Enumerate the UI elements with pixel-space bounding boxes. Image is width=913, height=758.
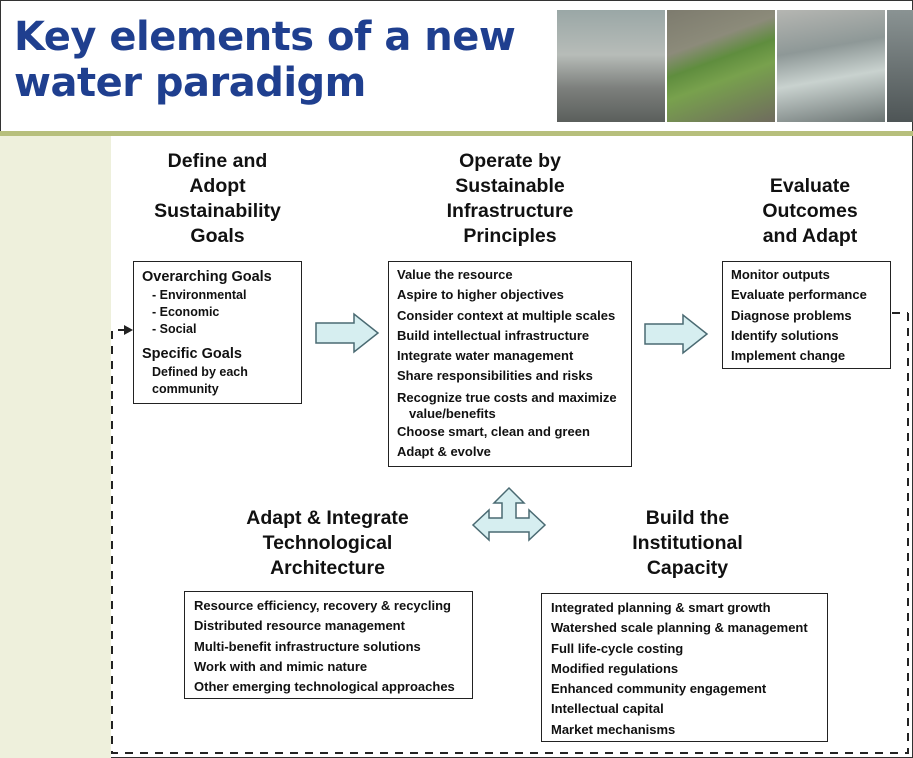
institutional-heading-line: Capacity [646, 557, 729, 579]
principle-item-continuation: value/benefits [409, 405, 496, 421]
header-photo-strip [557, 10, 913, 122]
principle-item: Choose smart, clean and green [397, 423, 590, 439]
evaluate-box: Monitor outputs Evaluate performance Dia… [722, 261, 891, 369]
operate-heading: Operate by Sustainable Infrastructure Pr… [420, 149, 600, 249]
operate-heading-line: Infrastructure [446, 200, 574, 222]
technology-box: Resource efficiency, recovery & recyclin… [184, 591, 473, 699]
feedback-loop-arrowhead [124, 325, 133, 335]
institutional-item: Watershed scale planning & management [551, 620, 808, 636]
technology-heading-line: Technological [262, 532, 393, 554]
evaluate-item: Identify solutions [731, 327, 839, 343]
photo-water-surface [887, 10, 913, 122]
principle-item: Adapt & evolve [397, 444, 491, 460]
goals-heading-line: Sustainability [154, 200, 281, 222]
specific-goals-label: Specific Goals [142, 346, 242, 362]
institutional-item: Intellectual capital [551, 701, 664, 717]
evaluate-item: Monitor outputs [731, 267, 830, 282]
institutional-item: Market mechanisms [551, 721, 676, 737]
technology-heading: Adapt & Integrate Technological Architec… [225, 506, 430, 581]
operate-heading-line: Operate by [459, 150, 561, 172]
institutional-item: Modified regulations [551, 660, 679, 676]
technology-item: Multi-benefit infrastructure solutions [194, 638, 421, 654]
principle-item: Recognize true costs and maximize [397, 389, 617, 405]
institutional-heading: Build the Institutional Capacity [605, 506, 770, 581]
evaluate-heading-line: Outcomes [762, 200, 858, 222]
photo-water-channel [777, 10, 885, 122]
institutional-heading-line: Build the [645, 507, 730, 529]
photo-rainy-street [557, 10, 665, 122]
overarching-goal-item: - Social [152, 322, 197, 336]
principle-item: Integrate water management [397, 348, 574, 364]
feedback-loop-dashed-line [111, 313, 909, 754]
left-sidebar-band [0, 136, 111, 758]
institutional-heading-line: Institutional [632, 532, 743, 554]
goals-heading: Define and Adopt Sustainability Goals [135, 149, 300, 249]
institutional-item: Integrated planning & smart growth [551, 600, 771, 615]
principle-item: Value the resource [397, 267, 513, 282]
operate-principles-box: Value the resource Aspire to higher obje… [388, 261, 632, 467]
evaluate-heading-line: and Adapt [762, 225, 858, 247]
institutional-box: Integrated planning & smart growth Water… [541, 593, 828, 742]
photo-green-roof [667, 10, 775, 122]
principle-item: Consider context at multiple scales [397, 307, 616, 323]
evaluate-item: Diagnose problems [731, 307, 852, 323]
overarching-goal-item: - Economic [152, 305, 220, 319]
institutional-item: Enhanced community engagement [551, 681, 767, 697]
principle-item: Aspire to higher objectives [397, 287, 564, 303]
goals-box: Overarching Goals - Environmental - Econ… [133, 261, 302, 404]
overarching-goal-item: - Environmental [152, 288, 247, 302]
three-way-arrow [471, 486, 547, 542]
technology-heading-line: Adapt & Integrate [246, 507, 409, 529]
arrow-operate-to-evaluate [644, 313, 709, 355]
evaluate-item: Implement change [731, 348, 846, 364]
technology-item: Distributed resource management [194, 618, 405, 634]
technology-item: Resource efficiency, recovery & recyclin… [194, 598, 451, 613]
title-line-2: water paradigm [14, 60, 366, 106]
institutional-item: Full life-cycle costing [551, 640, 684, 656]
technology-item: Work with and mimic nature [194, 658, 368, 674]
evaluate-heading-line: Evaluate [769, 175, 851, 197]
overarching-goals-label: Overarching Goals [142, 269, 272, 285]
title-line-1: Key elements of a new [14, 14, 516, 60]
arrow-goals-to-operate [315, 312, 380, 354]
goals-heading-line: Goals [190, 225, 245, 247]
goals-heading-line: Adopt [189, 175, 246, 197]
operate-heading-line: Sustainable [455, 175, 565, 197]
technology-heading-line: Architecture [270, 557, 385, 579]
principle-item: Build intellectual infrastructure [397, 327, 590, 343]
principle-item: Share responsibilities and risks [397, 368, 593, 384]
specific-goal-item: community [152, 382, 219, 396]
evaluate-heading: Evaluate Outcomes and Adapt [730, 174, 890, 249]
slide-title: Key elements of a new water paradigm [14, 14, 544, 106]
specific-goal-item: Defined by each [152, 365, 248, 379]
evaluate-item: Evaluate performance [731, 287, 867, 303]
goals-heading-line: Define and [167, 150, 268, 172]
title-divider [0, 131, 913, 136]
technology-item: Other emerging technological approaches [194, 679, 455, 695]
operate-heading-line: Principles [463, 225, 557, 247]
